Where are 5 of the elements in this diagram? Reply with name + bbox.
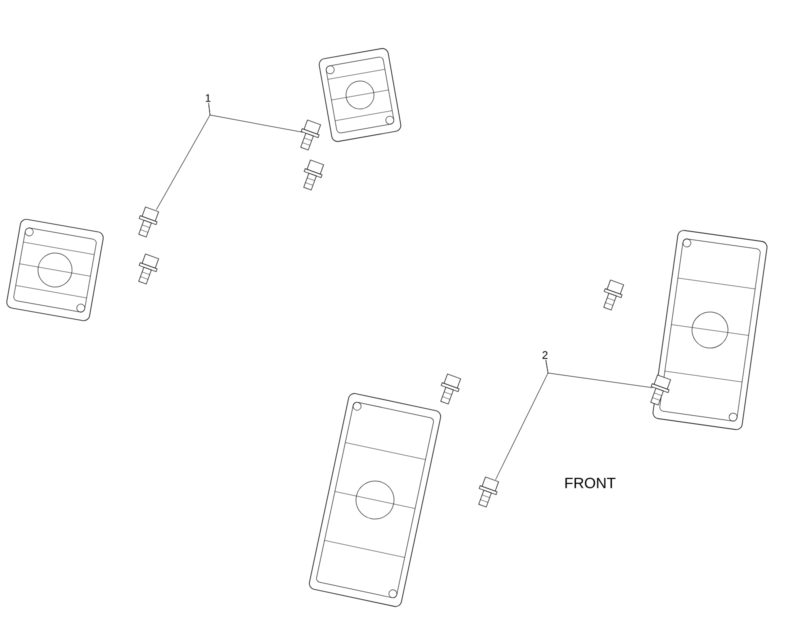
callout-number: 1 bbox=[206, 94, 211, 102]
direction-label: FRONT bbox=[565, 478, 616, 488]
leader-line bbox=[495, 360, 548, 480]
callout-number: 2 bbox=[542, 351, 548, 359]
leader-line bbox=[156, 102, 210, 210]
